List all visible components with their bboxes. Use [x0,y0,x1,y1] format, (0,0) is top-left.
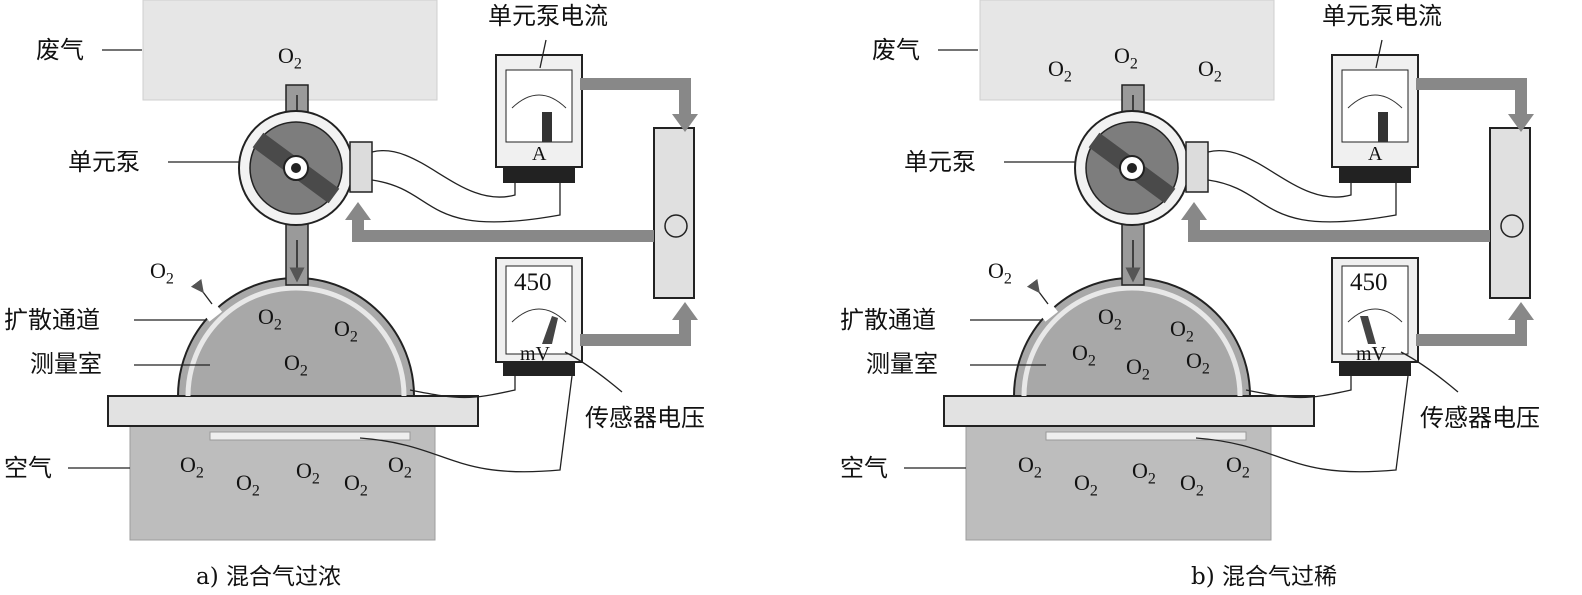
pump-connector [349,141,373,193]
oxygen-molecule: O2 [150,258,174,288]
controller-box [1489,127,1531,299]
oxygen-molecule: O2 [278,43,302,73]
oxygen-molecule: O2 [284,350,308,380]
wire [1207,149,1352,198]
measuring-chamber-label: 测量室 [866,350,938,378]
oxygen-molecule: O2 [258,304,282,334]
air-chamber [965,424,1272,541]
exhaust-chamber [979,0,1275,101]
oxygen-molecule: O2 [1074,470,1098,500]
air-label: 空气 [4,454,52,482]
voltmeter-unit: mV [1356,343,1386,365]
oxygen-molecule: O2 [1072,340,1096,370]
controller-box [653,127,695,299]
diagram-drawing-b [904,0,1534,541]
signal-arrow-current [1416,78,1527,118]
exhaust-chamber [142,0,438,101]
panel-lean-mixture: 废气 单元泵 扩散通道 测量室 空气 单元泵电流 传感器电压 A 450 mV … [836,0,1582,595]
oxygen-molecule: O2 [1126,354,1150,384]
oxygen-molecule: O2 [180,452,204,482]
oxygen-molecule: O2 [1048,56,1072,86]
pump-current-label: 单元泵电流 [1322,2,1442,30]
wire [371,149,516,198]
measuring-chamber-label: 测量室 [30,350,102,378]
oxygen-molecule: O2 [1132,458,1156,488]
oxygen-molecule: O2 [1198,56,1222,86]
sensor-plate [107,395,479,427]
transistor-icon [664,214,688,238]
feedback-arrow [352,216,654,242]
oxygen-molecule: O2 [344,470,368,500]
sensor-plate [943,395,1315,427]
air-chamber [129,424,436,541]
oxygen-molecule: O2 [1098,304,1122,334]
exhaust-label: 废气 [36,36,84,64]
pump-current-label: 单元泵电流 [488,2,608,30]
oxygen-molecule: O2 [1018,452,1042,482]
oxygen-molecule: O2 [1180,470,1204,500]
voltmeter-value: 450 [514,269,552,296]
pump-label: 单元泵 [68,148,140,176]
oxygen-molecule: O2 [988,258,1012,288]
diffusion-channel-gap [1038,302,1058,322]
oxygen-molecule: O2 [296,458,320,488]
oxygen-molecule: O2 [334,316,358,346]
diffusion-channel-label: 扩散通道 [4,306,100,334]
feedback-arrow [1188,216,1490,242]
oxygen-molecule: O2 [236,470,260,500]
voltmeter-value: 450 [1350,269,1388,296]
caption-b: b) 混合气过稀 [1191,564,1338,590]
oxygen-molecule: O2 [1186,348,1210,378]
signal-arrow-voltage [1416,318,1527,346]
oxygen-molecule: O2 [1114,43,1138,73]
ammeter-unit: A [532,143,547,165]
pump-connector [1185,141,1209,193]
oxygen-molecule: O2 [1226,452,1250,482]
panel-rich-mixture: 废气 单元泵 扩散通道 测量室 空气 单元泵电流 传感器电压 A 450 mV … [4,0,705,590]
diagram-drawing-a [68,0,698,541]
signal-arrow-current [580,78,691,118]
oxygen-molecule: O2 [388,452,412,482]
voltmeter-unit: mV [520,343,550,365]
sensor-voltage-label: 传感器电压 [1420,404,1540,432]
pump-label: 单元泵 [904,148,976,176]
sensor-voltage-label: 传感器电压 [585,404,705,432]
ammeter-unit: A [1368,143,1383,165]
diffusion-channel-label: 扩散通道 [840,306,936,334]
signal-arrow-voltage [580,318,691,346]
air-label: 空气 [840,454,888,482]
oxygen-molecule: O2 [1170,316,1194,346]
exhaust-label: 废气 [872,36,920,64]
diffusion-channel-gap [202,302,222,322]
caption-a: a) 混合气过浓 [196,564,341,590]
transistor-icon [1500,214,1524,238]
